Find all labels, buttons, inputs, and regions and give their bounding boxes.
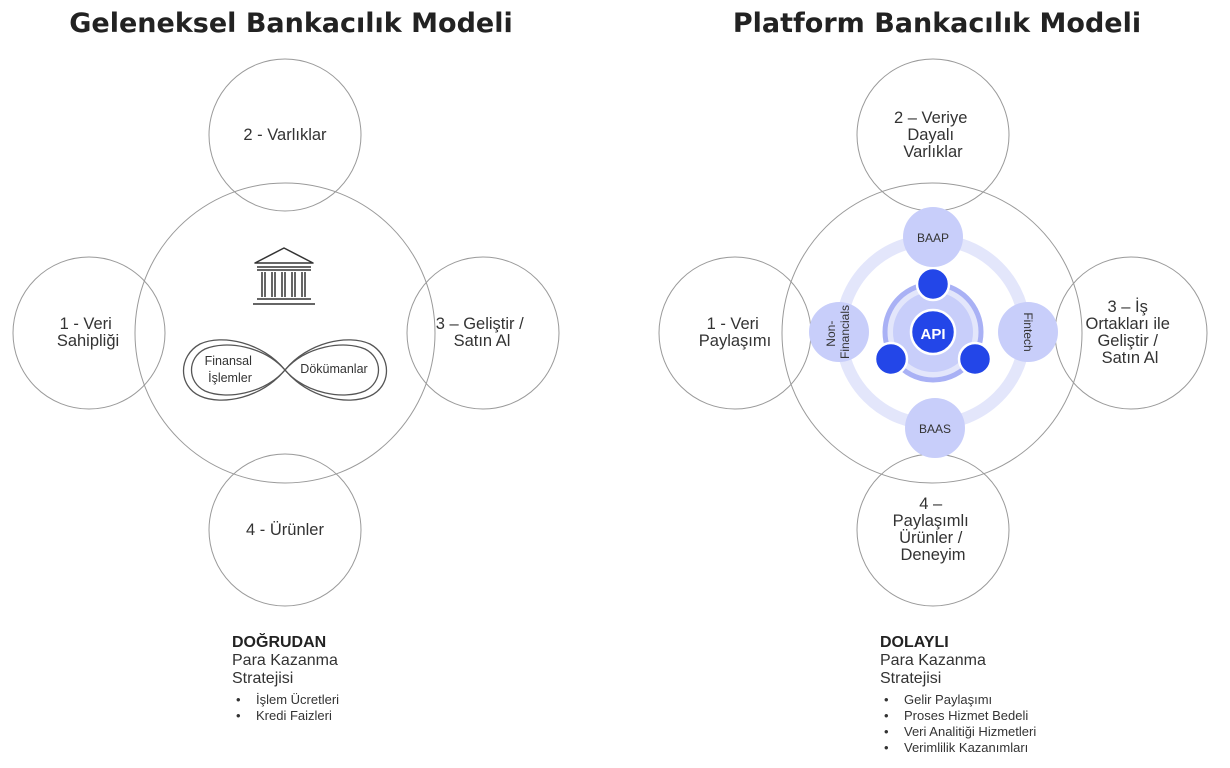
platform-partners-label: 3 – İş Ortakları ile Geliştir / Satın Al: [1086, 297, 1175, 367]
platform-strategy-heading: DOLAYLI: [880, 634, 949, 651]
platform-title: Platform Bankacılık Modeli: [733, 8, 1141, 39]
fintech-label: Fintech: [1021, 312, 1035, 351]
infinity-icon: [183, 339, 387, 401]
traditional-strategy-subtitle-1: Para Kazanma: [232, 652, 338, 669]
baas-label: BAAS: [919, 422, 951, 436]
traditional-build-label: 3 – Geliştir / Satın Al: [436, 315, 529, 350]
baas-node: [905, 398, 965, 458]
traditional-title: Geleneksel Bankacılık Modeli: [69, 8, 512, 39]
traditional-strategy-subtitle-2: Stratejisi: [232, 670, 294, 687]
traditional-diagram: [12, 58, 560, 607]
traditional-core-circle: [134, 182, 436, 484]
hub-satellite-top: [915, 266, 951, 302]
traditional-strategy: DOĞRUDAN Para Kazanma Stratejisi İşlem Ü…: [232, 633, 339, 724]
api-hub: [809, 207, 1058, 458]
hub-satellite-right: [957, 341, 993, 377]
traditional-products-circle: [208, 453, 362, 607]
traditional-strategy-item: Kredi Faizleri: [232, 708, 339, 724]
traditional-build-circle: [406, 256, 560, 410]
fintech-node: [998, 302, 1058, 362]
platform-strategy-subtitle-1: Para Kazanma: [880, 652, 986, 669]
api-node: [909, 308, 957, 356]
platform-core-circle: [781, 182, 1083, 484]
platform-strategy-list: Gelir Paylaşımı Proses Hizmet Bedeli Ver…: [880, 692, 1036, 756]
api-label: API: [920, 326, 945, 343]
traditional-assets-label: 2 - Varlıklar: [243, 126, 327, 144]
platform-strategy-item: Proses Hizmet Bedeli: [880, 708, 1036, 724]
bank-building-icon: [253, 247, 315, 305]
platform-strategy-item: Verimlilik Kazanımları: [880, 740, 1036, 756]
platform-data-label: 1 - Veri Paylaşımı: [699, 315, 771, 350]
nonfinancials-node: [809, 302, 869, 362]
platform-strategy: DOLAYLI Para Kazanma Stratejisi Gelir Pa…: [880, 633, 1036, 756]
hub-satellite-left: [873, 341, 909, 377]
traditional-assets-circle: [208, 58, 362, 212]
traditional-products-label: 4 - Ürünler: [246, 521, 324, 539]
baap-label: BAAP: [917, 231, 949, 245]
infinity-right-label: Dökümanlar: [300, 362, 367, 376]
platform-strategy-subtitle-2: Stratejisi: [880, 670, 942, 687]
traditional-data-circle: [12, 256, 166, 410]
traditional-data-label: 1 - Veri Sahipliği: [57, 315, 119, 350]
traditional-strategy-item: İşlem Ücretleri: [232, 692, 339, 708]
nonfinancials-label: Non- Financials: [824, 305, 852, 359]
platform-assets-label: 2 – Veriye Dayalı Varlıklar: [894, 109, 972, 161]
platform-strategy-item: Gelir Paylaşımı: [880, 692, 1036, 708]
platform-products-label: 4 – Paylaşımlı Ürünler / Deneyim: [893, 495, 974, 564]
infinity-left-label: Finansal İşlemler: [205, 354, 256, 385]
platform-strategy-item: Veri Analitiği Hizmetleri: [880, 724, 1036, 740]
traditional-strategy-heading: DOĞRUDAN: [232, 634, 327, 651]
traditional-strategy-list: İşlem Ücretleri Kredi Faizleri: [232, 692, 339, 724]
baap-node: [903, 207, 963, 267]
